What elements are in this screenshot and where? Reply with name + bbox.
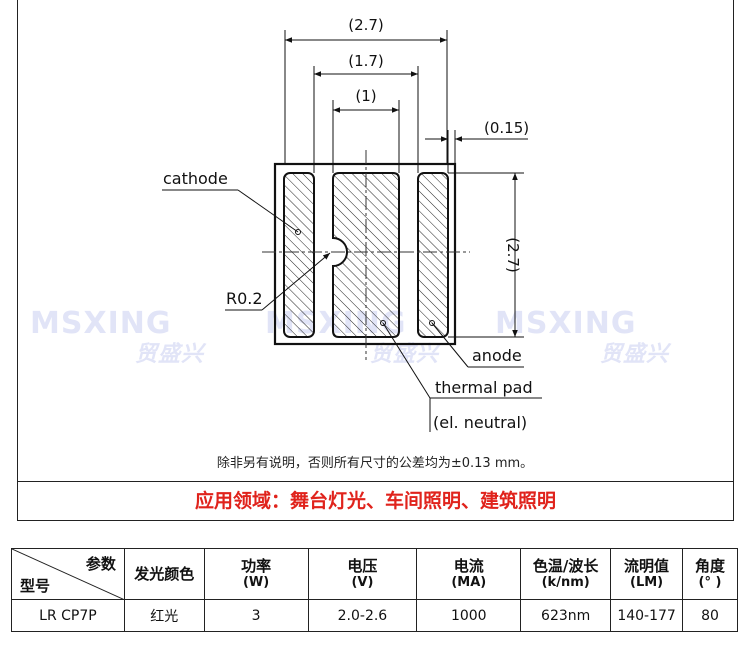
- table-row: LR CP7P 红光 3 2.0-2.6 1000 623nm 140-177 …: [11, 599, 738, 632]
- header-angle: 角度(° ): [682, 548, 738, 600]
- table-header-row: 参数 型号 发光颜色 功率(W) 电压(V) 电流(MA) 色温/波长(k/nm…: [11, 548, 738, 600]
- anode-label: anode: [472, 346, 522, 365]
- cell-wavelength: 623nm: [520, 599, 612, 632]
- header-color: 发光颜色: [123, 548, 205, 600]
- cell-voltage: 2.0-2.6: [307, 599, 418, 632]
- radius-label: R0.2: [226, 289, 263, 308]
- dim-total-width-text: (2.7): [348, 16, 384, 34]
- neutral-label: (el. neutral): [433, 413, 527, 432]
- thermal-pad-label: thermal pad: [435, 378, 533, 397]
- cathode-pad: [283, 172, 315, 338]
- cell-color: 红光: [123, 599, 205, 632]
- header-wavelength: 色温/波长(k/nm): [520, 548, 612, 600]
- anode-pad: [417, 172, 449, 338]
- header-param-label: 参数: [85, 555, 116, 573]
- section-divider: [17, 481, 734, 482]
- dim-inner-width-text: (1.7): [348, 52, 384, 70]
- dim-center-width-text: (1): [355, 87, 376, 105]
- cell-angle: 80: [682, 599, 738, 632]
- cell-lumen: 140-177: [610, 599, 684, 632]
- package-outline: [273, 162, 457, 346]
- header-corner-cell: 参数 型号: [11, 548, 125, 600]
- cell-current: 1000: [416, 599, 522, 632]
- thermal-pad-leader-dot: [380, 320, 386, 326]
- cell-model: LR CP7P: [11, 599, 125, 632]
- dim-height-text: (2.7): [504, 237, 522, 273]
- cathode-leader-dot: [295, 229, 301, 235]
- led-package-drawing: (2.7) (1.7) (1) (0.15) (2.7) cathode R0.…: [162, 16, 542, 432]
- dim-gap-text: (0.15): [484, 119, 529, 137]
- cathode-label: cathode: [163, 169, 228, 188]
- tolerance-note: 除非另有说明，否则所有尺寸的公差均为±0.13 mm。: [216, 456, 534, 471]
- application-banner: 应用领域：舞台灯光、车间照明、建筑照明: [194, 490, 556, 512]
- header-model-label: 型号: [20, 577, 51, 595]
- header-power: 功率(W): [203, 548, 309, 600]
- drawing-frame: [17, 0, 734, 521]
- anode-leader-dot: [429, 320, 435, 326]
- header-voltage: 电压(V): [307, 548, 418, 600]
- cell-power: 3: [203, 599, 309, 632]
- header-lumen: 流明值(LM): [610, 548, 684, 600]
- spec-table: 参数 型号 发光颜色 功率(W) 电压(V) 电流(MA) 色温/波长(k/nm…: [11, 548, 738, 632]
- header-current: 电流(MA): [416, 548, 522, 600]
- diagonal-divider: [12, 549, 125, 600]
